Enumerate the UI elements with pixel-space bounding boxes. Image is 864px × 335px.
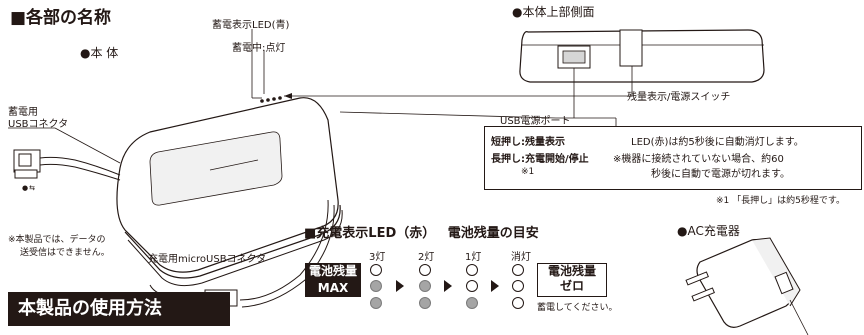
- led-dot-off: [419, 264, 431, 276]
- short-press-text: 短押し:残量表示: [491, 137, 565, 148]
- led-dot-on: [370, 280, 382, 292]
- led-dot-off: [512, 264, 524, 276]
- svg-text:●⇆: ●⇆: [22, 184, 35, 192]
- data-note-2: 送受信はできません。: [20, 248, 110, 258]
- battery-max-label: 電池残量: [308, 264, 357, 278]
- switch-info-box: 短押し:残量表示 長押し:充電開始/停止 ※1 LED(赤)は約5秒後に自動消灯…: [484, 126, 862, 190]
- arrow-icon: [491, 280, 499, 292]
- col-off: 消灯: [511, 252, 531, 263]
- battery-guide-title: 電池残量の目安: [447, 226, 539, 241]
- battery-zero-tag: 電池残量 ゼロ: [537, 263, 607, 297]
- arrow-icon: [444, 280, 452, 292]
- charge-led-note: 蓄電中:点灯: [232, 43, 286, 54]
- led-dot-off: [370, 264, 382, 276]
- led-section-heading: ■充電表示LED（赤） 電池残量の目安: [304, 222, 539, 241]
- note-mark: ※1: [521, 167, 535, 177]
- power-switch-label: 残量表示/電源スイッチ: [627, 92, 731, 103]
- led-section-title: ■充電表示LED（赤）: [304, 226, 436, 241]
- led-dot-on: [466, 297, 478, 309]
- footnote: ※1 「長押し」は約5秒程です。: [716, 196, 845, 206]
- auto-off-note-2: 秒後に自動で電源が切れます。: [651, 169, 790, 180]
- battery-max-value: MAX: [317, 281, 349, 295]
- led-dot-on: [419, 297, 431, 309]
- auto-off-note-1: ※機器に接続されていない場合、約60: [613, 154, 784, 165]
- led-dot-on: [370, 297, 382, 309]
- ac-charger-heading: ●AC充電器: [677, 224, 740, 238]
- led-dot-off: [466, 264, 478, 276]
- micro-usb-label: 充電用microUSBコネクタ: [148, 254, 267, 265]
- top-side-heading: ●本体上部側面: [512, 5, 595, 19]
- battery-zero-value: ゼロ: [559, 279, 584, 293]
- col-1-light: 1灯: [465, 252, 482, 263]
- col-2-lights: 2灯: [418, 252, 435, 263]
- arrow-icon: [396, 280, 404, 292]
- usb-port-label: USB電源ポート: [500, 116, 571, 127]
- led-dot-off: [512, 297, 524, 309]
- usb-connector-label-2: USBコネクタ: [8, 119, 69, 130]
- body-heading: ●本 体: [80, 46, 119, 60]
- battery-zero-label: 電池残量: [547, 264, 596, 278]
- usb-connector-label-1: 蓄電用: [8, 107, 38, 118]
- col-3-lights: 3灯: [369, 252, 386, 263]
- data-note-1: ※本製品では、データの: [8, 235, 106, 245]
- battery-max-tag: 電池残量 MAX: [305, 263, 361, 297]
- charge-led-label: 蓄電表示LED(青): [212, 20, 290, 31]
- led-dot-off: [512, 280, 524, 292]
- charge-prompt: 蓄電してください。: [537, 303, 618, 313]
- long-press-text: 長押し:充電開始/停止: [491, 154, 589, 165]
- usage-heading: 本製品の使用方法: [8, 292, 230, 326]
- led-off-note: LED(赤)は約5秒後に自動消灯します。: [631, 137, 804, 148]
- section-title: ■各部の名称: [10, 8, 112, 28]
- led-dot-on: [419, 280, 431, 292]
- led-dot-off: [466, 280, 478, 292]
